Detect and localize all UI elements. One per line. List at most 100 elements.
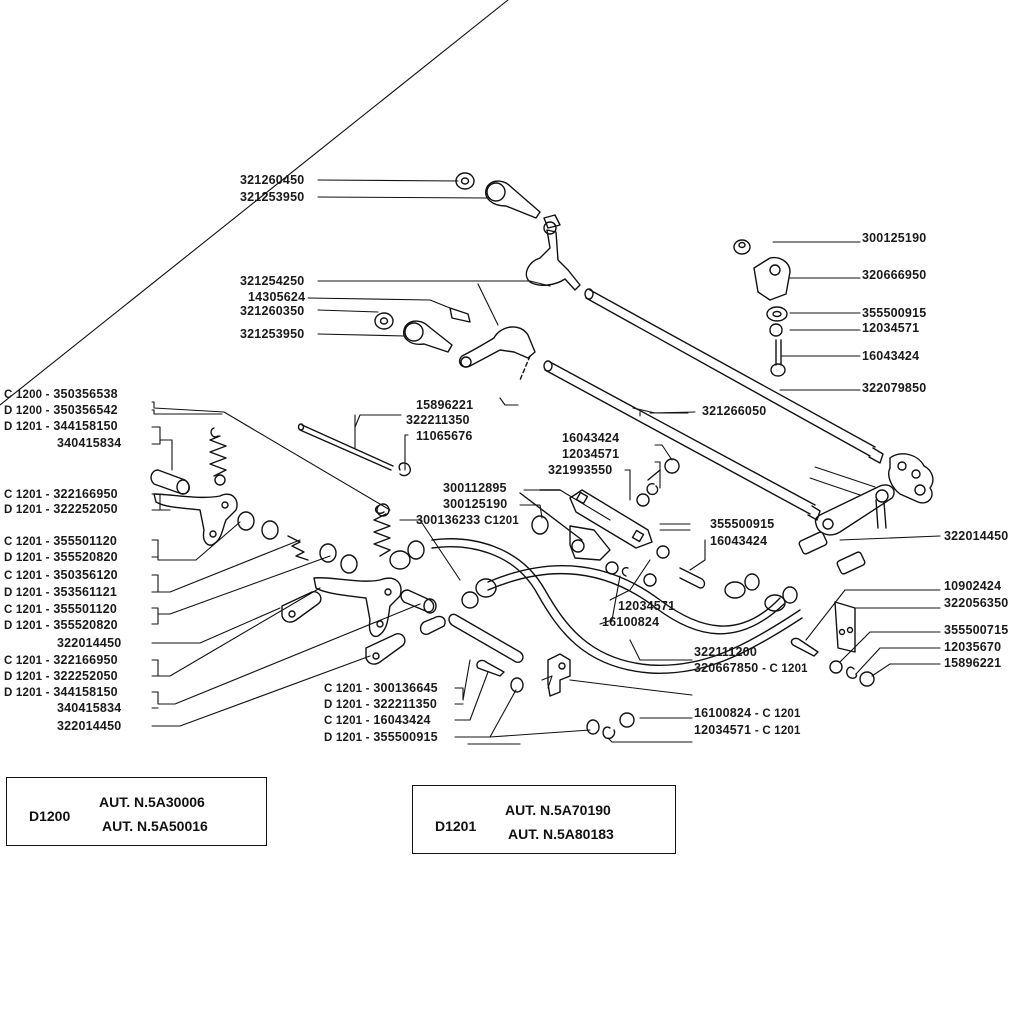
part-label: 340415834 xyxy=(57,701,121,715)
part-number: 300136645 xyxy=(373,681,438,695)
part-number: 353561121 xyxy=(53,585,118,599)
part-label: 16043424 xyxy=(710,534,768,548)
part-label: C 1201 - 350356120 xyxy=(4,568,118,583)
part-label: 16043424 xyxy=(562,431,620,445)
part-number: 355501120 xyxy=(53,534,118,548)
part-number: 350356120 xyxy=(53,568,118,582)
variant-code: - C 1201 xyxy=(762,663,808,675)
part-label: 322111200 xyxy=(694,645,757,659)
part-number: 16043424 xyxy=(373,713,431,727)
variant-code: D 1200 - xyxy=(4,405,50,417)
part-label: C 1201 - 322166950 xyxy=(4,487,118,502)
part-label: 12034571 xyxy=(618,599,676,613)
part-label: 10902424 xyxy=(944,579,1002,593)
central-bracket xyxy=(519,458,706,589)
variant-code: C1201 xyxy=(484,515,519,527)
variant-code: D 1201 - xyxy=(4,687,50,699)
part-label: C 1200 - 350356538 xyxy=(4,387,118,402)
part-label: 321266050 xyxy=(702,404,767,418)
part-label: 300125190 xyxy=(862,231,927,245)
part-number: 344158150 xyxy=(53,685,118,699)
part-number: 322252050 xyxy=(53,669,118,683)
mid-leader-lines xyxy=(399,444,941,625)
pivot-bracket xyxy=(809,453,934,536)
part-label: D 1201 - 355520820 xyxy=(4,550,118,565)
part-number: 344158150 xyxy=(53,419,118,433)
part-label: 355500915 xyxy=(862,306,927,320)
part-label: C 1201 - 355501120 xyxy=(4,534,117,549)
part-number: 355520820 xyxy=(53,550,118,564)
variant-code: C 1201 - xyxy=(4,604,50,616)
part-number: 350356542 xyxy=(53,403,118,417)
authorization-number: AUT. N.5A70190 xyxy=(505,802,611,818)
part-label: 15896221 xyxy=(944,656,1002,670)
left-leader-lines xyxy=(151,401,421,727)
variant-code: C 1201 - xyxy=(4,489,50,501)
variant-code: C 1201 - xyxy=(4,655,50,667)
lower-knob-assembly xyxy=(374,307,536,381)
part-label: D 1201 - 353561121 xyxy=(4,585,117,600)
part-label: D 1201 - 322252050 xyxy=(4,502,118,517)
part-label: 320666950 xyxy=(862,268,927,282)
part-label: 16100824 - C 1201 xyxy=(694,706,801,721)
part-label: D 1201 - 344158150 xyxy=(4,419,118,434)
part-label: 355500715 xyxy=(944,623,1009,637)
part-label: 16043424 xyxy=(862,349,920,363)
part-label: 321253950 xyxy=(240,327,305,341)
part-label: 322079850 xyxy=(862,381,927,395)
part-number: 300136233 xyxy=(416,513,481,527)
info-box-d1200: D1200 AUT. N.5A30006 AUT. N.5A50016 xyxy=(6,777,267,846)
variant-code: C 1201 - xyxy=(324,715,370,727)
part-number: 16100824 xyxy=(694,706,752,720)
part-label: 322014450 xyxy=(57,636,121,650)
part-number: 322166950 xyxy=(53,487,118,501)
authorization-number: AUT. N.5A80183 xyxy=(508,826,614,842)
authorization-number: AUT. N.5A50016 xyxy=(102,818,208,834)
part-label: 320667850 - C 1201 xyxy=(694,661,808,676)
part-label: D 1200 - 350356542 xyxy=(4,403,118,418)
upper-knob-assembly xyxy=(455,172,581,291)
part-label: 355500915 xyxy=(710,517,775,531)
part-label: 322056350 xyxy=(944,596,1009,610)
part-label: 300125190 xyxy=(443,497,508,511)
part-label: 322014450 xyxy=(57,719,121,733)
part-label: C 1201 - 16043424 xyxy=(324,713,431,728)
variant-code: D 1201 - xyxy=(4,552,50,564)
part-number: 322166950 xyxy=(53,653,118,667)
part-number: 355520820 xyxy=(53,618,118,632)
part-label: 322014450 xyxy=(944,529,1009,543)
info-box-d1201: D1201 AUT. N.5A70190 AUT. N.5A80183 xyxy=(412,785,676,854)
part-label: D 1201 - 322211350 xyxy=(324,697,437,712)
shift-cables xyxy=(389,531,866,674)
part-label: D 1201 - 322252050 xyxy=(4,669,118,684)
part-label: C 1201 - 300136645 xyxy=(324,681,438,696)
part-label: C 1201 - 322166950 xyxy=(4,653,118,668)
part-number: 340415834 xyxy=(57,701,122,715)
variant-code: - C 1201 xyxy=(754,708,801,720)
model-code: D1201 xyxy=(435,818,477,834)
variant-code: C 1201 - xyxy=(324,683,370,695)
part-number: 340415834 xyxy=(57,436,122,450)
part-number: 322014450 xyxy=(57,636,122,650)
part-label: D 1201 - 355500915 xyxy=(324,730,438,745)
variant-code: D 1201 - xyxy=(4,587,50,599)
part-label: 321253950 xyxy=(240,190,305,204)
part-label: C 1201 - 355501120 xyxy=(4,602,117,617)
left-linkage xyxy=(150,427,446,665)
variant-code: - C 1201 xyxy=(754,725,801,737)
part-number: 322014450 xyxy=(57,719,122,733)
part-label: D 1201 - 355520820 xyxy=(4,618,118,633)
model-code: D1200 xyxy=(29,808,71,824)
part-number: 355500915 xyxy=(373,730,438,744)
part-label: 12034571 xyxy=(562,447,620,461)
variant-code: D 1201 - xyxy=(4,421,50,433)
variant-code: D 1201 - xyxy=(324,732,370,744)
variant-code: D 1201 - xyxy=(4,671,50,683)
variant-code: C 1201 - xyxy=(4,570,50,582)
part-number: 12034571 xyxy=(694,723,752,737)
variant-code: D 1201 - xyxy=(4,504,50,516)
right-hardware-stack xyxy=(733,239,791,377)
variant-code: C 1201 - xyxy=(4,536,50,548)
part-label: 321254250 xyxy=(240,274,305,288)
